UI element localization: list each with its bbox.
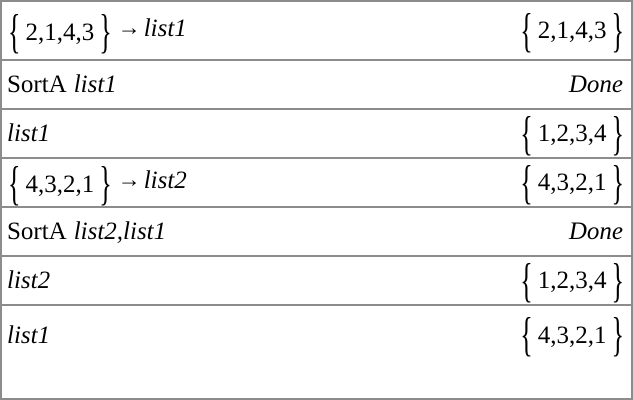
result-list-literal: {4,3,2,1} xyxy=(519,310,625,358)
variable-name: list1 xyxy=(7,321,51,349)
expr-brace-close-icon: } xyxy=(99,159,112,208)
history-result[interactable]: Done xyxy=(569,72,625,97)
history-row[interactable]: list2 {1,2,3,4} xyxy=(2,257,631,306)
result-brace-close-icon: } xyxy=(611,2,624,57)
result-status-text: Done xyxy=(568,71,623,98)
result-list-values: 4,3,2,1 xyxy=(537,321,607,349)
result-brace-open-icon: { xyxy=(520,159,533,208)
history-expression[interactable]: list2 xyxy=(7,268,50,293)
command-arguments: list2,list1 xyxy=(73,218,167,245)
expr-brace-close-icon: } xyxy=(99,4,112,59)
result-list-values: 4,3,2,1 xyxy=(537,169,607,196)
result-list-values: 1,2,3,4 xyxy=(537,120,607,147)
command-arguments: list1 xyxy=(73,71,117,98)
expr-list-literal: {2,1,4,3} xyxy=(7,7,113,55)
result-brace-close-icon: } xyxy=(611,159,624,208)
history-result[interactable]: {4,3,2,1} xyxy=(519,159,625,206)
result-list-literal: {4,3,2,1} xyxy=(519,159,625,206)
expr-list-literal: {4,3,2,1} xyxy=(7,159,113,206)
history-expression[interactable]: {2,1,4,3}→list1 xyxy=(7,7,187,55)
history-row[interactable]: list1 {4,3,2,1} xyxy=(2,306,631,364)
history-result[interactable]: {1,2,3,4} xyxy=(519,257,625,304)
history-expression[interactable]: list1 xyxy=(7,323,50,348)
expr-brace-open-icon: { xyxy=(8,159,21,208)
result-list-literal: {2,1,4,3} xyxy=(519,6,625,54)
history-result[interactable]: {4,3,2,1} xyxy=(519,310,625,358)
command-name: SortA xyxy=(7,218,67,245)
result-brace-open-icon: { xyxy=(520,307,533,361)
history-result[interactable]: {1,2,3,4} xyxy=(519,110,625,157)
result-status-text: Done xyxy=(568,218,623,245)
result-list-literal: {1,2,3,4} xyxy=(519,110,625,157)
command-name: SortA xyxy=(7,71,67,98)
history-row[interactable]: {4,3,2,1}→list2{4,3,2,1} xyxy=(2,159,631,208)
expr-list-values: 2,1,4,3 xyxy=(25,18,95,46)
expr-list-values: 4,3,2,1 xyxy=(25,170,95,198)
result-list-values: 2,1,4,3 xyxy=(537,17,607,44)
result-brace-open-icon: { xyxy=(520,110,533,159)
result-brace-close-icon: } xyxy=(611,307,624,361)
history-expression[interactable]: list1 xyxy=(7,121,50,146)
history-result[interactable]: {2,1,4,3} xyxy=(519,6,625,54)
result-list-values: 1,2,3,4 xyxy=(537,267,607,294)
variable-name: list1 xyxy=(7,120,51,147)
result-list-literal: {1,2,3,4} xyxy=(519,257,625,304)
history-row[interactable]: {2,1,4,3}→list1{2,1,4,3} xyxy=(2,2,631,61)
variable-name: list2 xyxy=(7,267,51,294)
store-arrow-icon: → xyxy=(117,14,141,40)
expr-brace-open-icon: { xyxy=(8,4,21,59)
result-brace-open-icon: { xyxy=(520,257,533,306)
result-brace-close-icon: } xyxy=(611,110,624,159)
history-row[interactable]: list1 {1,2,3,4} xyxy=(2,110,631,159)
result-brace-open-icon: { xyxy=(520,2,533,57)
store-target-variable: list2 xyxy=(143,166,187,194)
store-arrow-icon: → xyxy=(117,166,141,192)
history-expression[interactable]: {4,3,2,1}→list2 xyxy=(7,159,187,206)
store-target-variable: list1 xyxy=(143,14,187,42)
history-result[interactable]: Done xyxy=(569,219,625,244)
result-brace-close-icon: } xyxy=(611,257,624,306)
